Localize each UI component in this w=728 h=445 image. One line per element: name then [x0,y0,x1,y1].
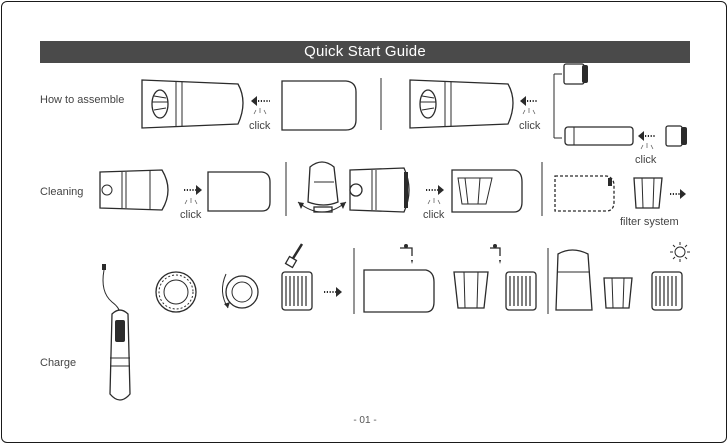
dust-cup-illustration [452,170,522,212]
dust-cup-illustration [555,176,614,211]
filter-illustration [454,272,488,308]
dust-cup-illustration [282,81,356,130]
vacuum-charging-illustration [110,310,130,400]
cleaning-brush-icon [286,244,302,267]
push-arrow-icon [520,96,538,106]
click-burst-icon [523,108,535,114]
bracket-ends [554,74,562,138]
filter-illustration [634,178,662,208]
filter-cap-illustration [666,126,687,146]
filter-top-view-illustration [156,272,196,312]
push-arrow-icon [638,131,656,141]
hepa-filter-illustration [652,272,682,310]
filter-illustration [604,278,632,308]
filter-tube-illustration [565,127,633,145]
click-burst-icon [641,143,653,149]
push-arrow-icon [251,96,270,106]
water-faucet-icon [490,244,501,264]
charging-cable-illustration [102,264,120,314]
click-burst-icon [254,108,266,114]
push-arrow-icon [670,189,686,199]
filter-twist-illustration [222,274,258,308]
hepa-filter-illustration [282,272,312,310]
push-arrow-icon [184,185,202,195]
vacuum-body-illustration [100,170,168,210]
dust-cup-illustration [364,270,434,312]
click-burst-icon [185,198,197,204]
vacuum-upright-illustration [298,162,346,212]
vacuum-body-illustration [410,80,513,128]
dust-cup-upright-illustration [556,250,592,310]
vacuum-body-illustration [350,168,409,212]
sun-dry-icon [670,242,690,262]
water-faucet-icon [400,244,413,264]
filter-cap-illustration [564,64,588,84]
push-arrow-icon [324,287,342,297]
click-burst-icon [428,198,440,204]
vacuum-body-illustration [142,80,243,128]
hepa-filter-illustration [506,272,536,310]
dust-cup-illustration [208,172,270,211]
push-arrow-icon [426,185,444,195]
